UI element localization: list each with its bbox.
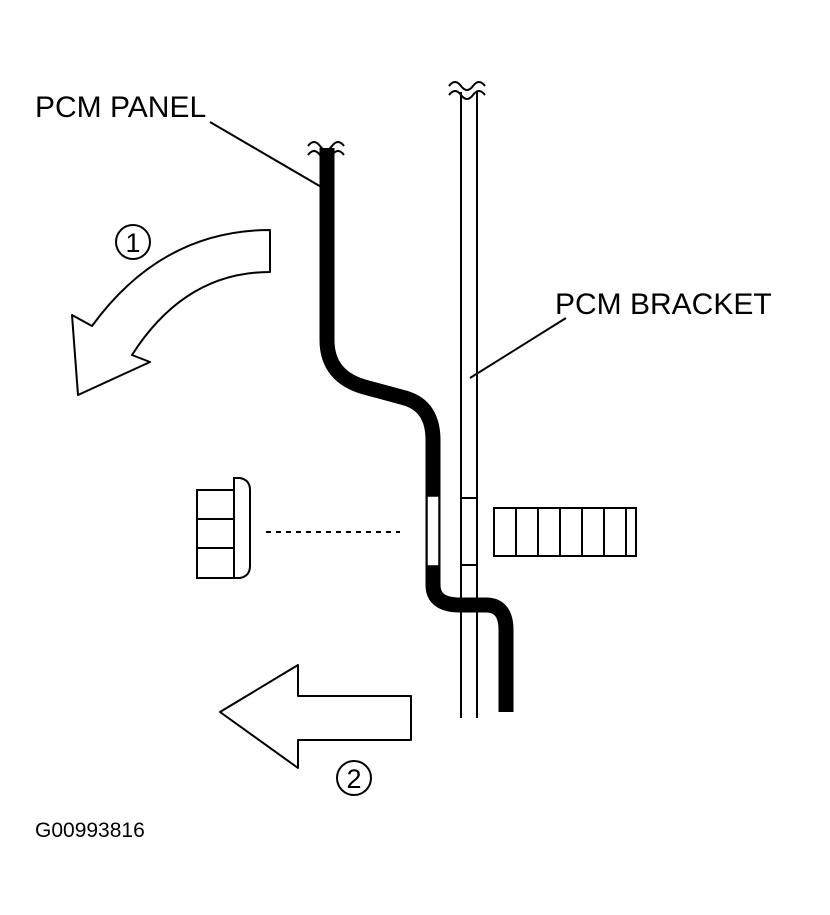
step-2-number: 2 [346,764,361,794]
step-1-number: 1 [125,228,140,258]
step-1-marker: 1 [115,224,151,260]
bracket-leader-line [469,317,567,379]
pcm-bracket-label: PCM BRACKET [555,288,772,321]
pcm-bracket [448,81,486,718]
straight-arrow-icon [219,664,412,769]
pcm-panel [307,141,514,712]
panel-leader-line [209,121,324,189]
figure-code: G00993816 [35,819,145,842]
stud-bolt [493,507,637,557]
pcm-panel-label: PCM PANEL [35,91,206,124]
nut [196,477,251,579]
curved-arrow-icon [71,229,271,396]
step-2-marker: 2 [336,760,372,796]
